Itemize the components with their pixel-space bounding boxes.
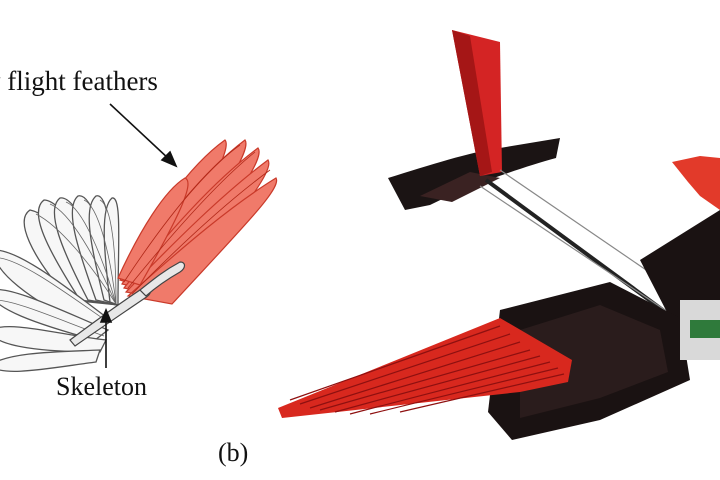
- skeleton-label: Skeleton: [56, 372, 147, 401]
- primary-feather-shafts: [123, 144, 271, 295]
- far-wing-feathers: [672, 156, 720, 210]
- annotation-arrows: [99, 103, 178, 368]
- robot-bird: [278, 30, 720, 440]
- primary-flight-feathers: [117, 139, 278, 305]
- wing-sketch: [0, 103, 278, 373]
- wing-skeleton: [69, 261, 186, 347]
- secondary-feathers: [0, 195, 120, 373]
- primary-feathers-label: ry flight feathers: [0, 66, 158, 96]
- panel-label: (b): [218, 438, 249, 467]
- robot-flight-feathers: [278, 318, 572, 418]
- fuselage-rods: [484, 178, 692, 332]
